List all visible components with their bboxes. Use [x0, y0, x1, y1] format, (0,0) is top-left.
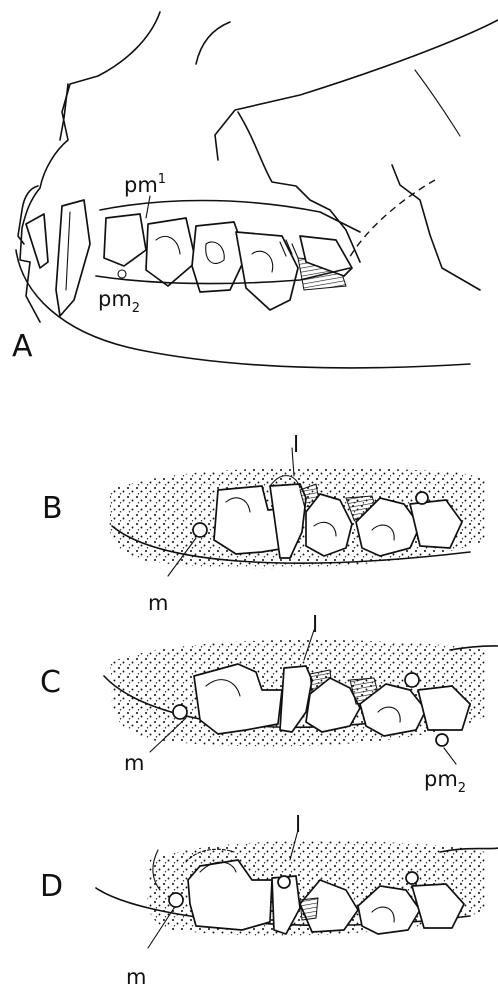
panel-d: D l m	[40, 813, 498, 989]
label-m-b: m	[148, 591, 168, 615]
label-m-d: m	[126, 965, 146, 989]
orbit-dashed	[348, 180, 435, 260]
label-pm-upper: pm1	[124, 172, 166, 197]
label-l-d: l	[295, 813, 301, 838]
panel-b: B l m	[42, 433, 486, 615]
zygomatic-line	[392, 165, 480, 290]
panel-c: C l m pm2	[40, 613, 498, 796]
pm2-leader-line-c	[444, 748, 456, 764]
panel-b-letter: B	[42, 491, 63, 526]
upper-tooth-row	[104, 214, 352, 310]
label-pm-lower: pm2	[98, 287, 140, 316]
label-l-b: l	[293, 433, 299, 458]
label-m-c: m	[124, 751, 144, 775]
orbit-dotted-edge	[415, 70, 460, 136]
pm2-tooth-marker	[118, 270, 126, 278]
panel-a: A pm1 pm2	[12, 12, 498, 368]
cranium-line	[215, 20, 498, 160]
pm1-leader-line	[146, 196, 150, 218]
canine-tooth	[56, 200, 90, 316]
incisor-tooth	[26, 214, 48, 268]
label-pm2-c: pm2	[424, 767, 466, 796]
orbit-upper	[196, 22, 230, 64]
panel-d-letter: D	[40, 869, 63, 904]
panel-a-letter: A	[12, 329, 33, 364]
skull-outline	[20, 12, 160, 322]
panel-c-letter: C	[40, 665, 61, 700]
label-l-c: l	[312, 613, 318, 638]
